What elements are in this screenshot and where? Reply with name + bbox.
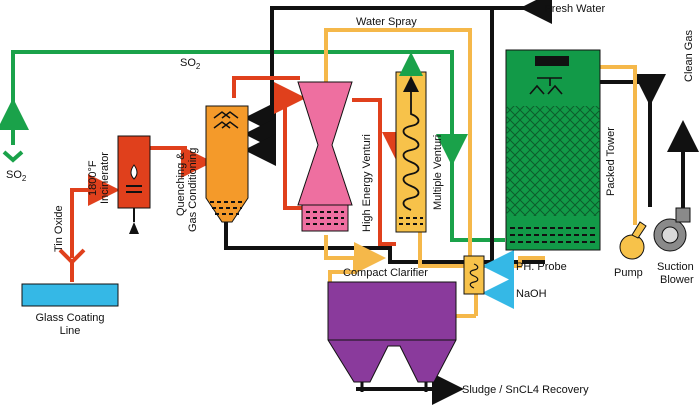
blower-hub — [661, 226, 679, 244]
glass-coating-line-box — [21, 283, 119, 307]
compact-clarifier-unit — [327, 281, 457, 383]
blower-outlet — [675, 207, 691, 223]
multiple-venturi-coil-icon — [402, 84, 420, 211]
quench-spray-icon — [213, 111, 239, 129]
sludge-recovery-label: Sludge / SnCL4 Recovery — [462, 384, 589, 396]
packed-tower-media — [506, 106, 600, 216]
glass-coating-label-2: Line — [60, 325, 81, 337]
glass-coating-label-1: Glass Coating — [35, 312, 104, 324]
quench-label-1: Quenching & — [175, 152, 187, 216]
pump-outlet — [631, 221, 647, 239]
quench-to-venturi — [232, 76, 300, 98]
incinerator-label-2: Incinerator — [99, 152, 111, 204]
pump-label: Pump — [614, 267, 643, 279]
tin-oxide-intake-icon — [58, 248, 86, 282]
water-spray-line — [324, 28, 472, 262]
burner-nozzle-icon — [129, 222, 139, 234]
venturi-to-multi — [352, 98, 396, 246]
venturi-bypass — [283, 98, 306, 210]
compact-clarifier-label: Compact Clarifier — [343, 267, 428, 279]
water-spray-label: Water Spray — [356, 16, 417, 28]
quench-label-2: Gas Conditioning — [187, 148, 199, 232]
incinerator-label-1: 1800°F — [87, 160, 99, 196]
ph-probe-label: PH. Probe — [516, 261, 567, 273]
packed-tower-label: Packed Tower — [605, 127, 617, 196]
so2-top-label: SO2 — [180, 57, 201, 71]
high-energy-venturi-label: High Energy Venturi — [361, 134, 373, 232]
quench-drain-line — [224, 222, 492, 264]
so2-left-label: SO2 — [6, 169, 27, 183]
mist-eliminator-icon — [535, 56, 569, 66]
high-energy-venturi-unit — [297, 81, 353, 206]
ph-probe-coil-icon — [469, 263, 479, 289]
tin-oxide-label: Tin Oxide — [53, 205, 65, 252]
multiple-venturi-label: Multiple Venturi — [432, 135, 444, 210]
naoh-label: NaOH — [516, 288, 547, 300]
pump-recirc-line — [600, 65, 637, 225]
pump-unit — [619, 234, 645, 260]
so2-intake-icon — [2, 150, 24, 163]
clean-gas-label: Clean Gas — [683, 30, 695, 82]
fresh-water-label: Fresh Water — [545, 3, 605, 15]
pump-to-clarifier — [418, 230, 545, 268]
ph-probe-unit — [463, 255, 485, 295]
suction-blower-label-2: Blower — [660, 274, 694, 286]
suction-blower-label-1: Suction — [657, 261, 694, 273]
flame-icon — [130, 164, 138, 180]
tower-spray-icon — [529, 77, 563, 95]
quench-tower-unit — [205, 105, 249, 223]
